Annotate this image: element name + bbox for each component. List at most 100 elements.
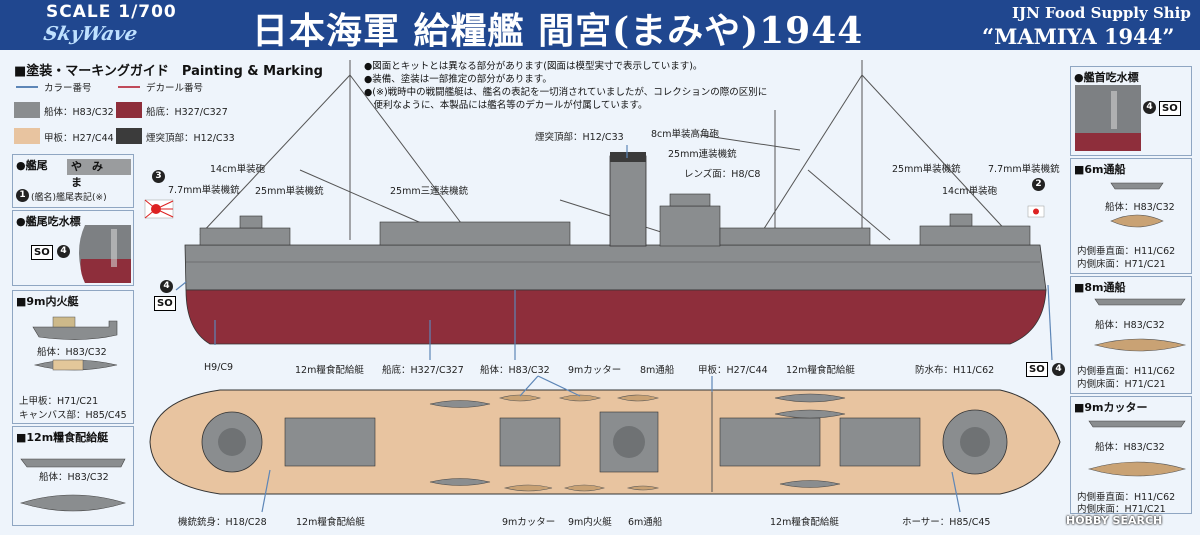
swatch-bottom [116,102,142,118]
boat8-heading: ■8m通船 [1074,281,1126,294]
label-14cm-fwd: 14cm単装砲 [942,186,998,197]
label-boat12-a: 12m糧食配給艇 [295,365,364,376]
label-hull-color: 船体：H83/C32 [480,365,550,376]
boat6-heading: ■6m通船 [1074,163,1126,176]
color-no-label: カラー番号 [44,83,92,94]
swatch-deck [14,128,40,144]
label-funnel-top: 煙突頂部：H12/C33 [535,132,624,143]
label-25mm-twin: 25mm連装機銃 [668,149,737,160]
stern-draft-panel: ●艦尾吃水標 SO 4 [12,210,134,286]
boat9-canvas: キャンバス部：H85/C45 [19,410,127,421]
label-canvas-color: 防水布：H11/C62 [915,365,995,376]
boat8-floor: 内側床面：H71/C21 [1077,379,1166,390]
decal-number-4: 4 [57,245,70,258]
stern-heading: ●艦尾 [16,159,48,172]
stern-panel: ●艦尾 やみま 1 (艦名)艦尾表記(※) [12,154,134,208]
label-boat12-d: 12m糧食配給艇 [770,517,839,528]
swatch-hull [14,102,40,118]
watermark: HOBBY SEARCH [1066,514,1163,527]
cutter9-hull: 船体：H83/C32 [1095,442,1165,453]
decal-no-label: デカール番号 [146,83,204,94]
scale-label: SCALE 1/700 [46,2,177,22]
boat12-hull: 船体：H83/C32 [39,472,109,483]
label-bottom-color: 船底：H327/C327 [382,365,464,376]
label-boat8-a: 8m通船 [640,365,675,376]
so-badge: SO [154,296,176,311]
swatch-funnel-label: 煙突頂部：H12/C33 [146,133,235,144]
cutter9-heading: ■9mカッター [1074,401,1148,414]
label-14cm-aft: 14cm単装砲 [210,164,266,175]
decal-number-4: 4 [1143,101,1156,114]
swatch-bottom-label: 船底：H327/C327 [146,107,228,118]
swatch-funnel [116,128,142,144]
label-boat6-b: 6m通船 [628,517,663,528]
label-hawser: ホーサー：H85/C45 [902,517,991,528]
stern-kana-2: み [92,160,113,173]
bow-draft-panel: ●艦首吃水標 4 SO [1070,66,1192,156]
stern-kana-3: ま [71,176,92,189]
decal-number-4: 4 [1052,363,1065,376]
label-boat12-b: 12m糧食配給艇 [786,365,855,376]
boat9-hull: 船体：H83/C32 [37,347,107,358]
page-title: 日本海軍 給糧艦 間宮(まみや)1944 [252,10,864,52]
title-en-large: “MAMIYA 1944” [982,24,1175,49]
decal-number-3: 3 [152,170,165,183]
stern-caption: (艦名)艦尾表記(※) [31,193,107,203]
label-boat9-b: 9m内火艇 [568,517,612,528]
label-25mm-aft: 25mm単装機銃 [255,186,324,197]
header-bar [0,0,1200,50]
bow-draft-heading: ●艦首吃水標 [1074,71,1139,84]
note-line: ●(※)戦時中の戦闘艦艇は、艦名の表記を一切消されていましたが、コレクションの際… [364,87,768,98]
boat6-drawing [1110,182,1164,228]
decal-number-4: 4 [160,280,173,293]
cutter9-panel: ■9mカッター 船体：H83/C32 内側垂直面：H11/C62 内側床面：H7… [1070,396,1192,515]
cutter9-drawing [1087,420,1187,477]
so-badge: SO [1026,362,1048,377]
label-deck-color: 甲板：H27/C44 [698,365,768,376]
bow-draft-drawing [1075,85,1141,151]
boat9-deck: 上甲板：H71/C21 [19,396,99,407]
boat6-floor: 内側床面：H71/C21 [1077,259,1166,270]
boat8-side: 内側垂直面：H11/C62 [1077,366,1176,377]
so-badge: SO [31,245,53,260]
boat6-hull: 船体：H83/C32 [1105,202,1175,213]
boat12-panel: ■12m糧食配給艇 船体：H83/C32 [12,426,134,526]
cutter9-floor: 内側床面：H71/C21 [1077,504,1166,515]
label-cutter9-b: 9mカッター [502,517,556,528]
so-badge: SO [1159,101,1181,116]
boat12-drawing [19,458,127,512]
swatch-hull-label: 船体：H83/C32 [44,107,114,118]
stern-draft-drawing [79,225,131,283]
stern-kana: やみま [71,158,133,190]
boat6-side: 内側垂直面：H11/C62 [1077,246,1176,257]
label-8cm-gun: 8cm単装高角砲 [651,129,720,140]
label-25mm-fwd: 25mm単装機銃 [892,164,961,175]
cutter9-side: 内側垂直面：H11/C62 [1077,492,1176,503]
color-no-line [16,86,38,88]
boat6-panel: ■6m通船 船体：H83/C32 内側垂直面：H11/C62 内側床面：H71/… [1070,158,1192,274]
label-h9: H9/C9 [204,362,234,373]
label-77mm-aft: 7.7mm単装機銃 [168,185,240,196]
label-25mm-triple: 25mm三連装機銃 [390,186,469,197]
title-en-small: IJN Food Supply Ship [1012,4,1191,22]
boat9-heading: ■9m内火艇 [16,295,79,308]
note-line: ●装備、塗装は一部推定の部分があります。 [364,74,552,85]
boat8-hull: 船体：H83/C32 [1095,320,1165,331]
label-lens: レンズ面：H8/C8 [684,169,761,180]
stern-draft-heading: ●艦尾吃水標 [16,215,81,228]
label-boat12-c: 12m糧食配給艇 [296,517,365,528]
label-mg-barrel: 機銃銃身：H18/C28 [178,517,267,528]
note-line: ●図面とキットとは異なる部分があります(図面は模型実寸で表示しています)。 [364,61,703,72]
stern-decal-strip [67,159,131,175]
boat9-drawing [32,316,118,371]
note-line: 便利なように、本製品には艦名等のデカールが付属しています。 [364,100,648,111]
decal-number-1: 1 [16,189,29,202]
label-cutter9-a: 9mカッター [568,365,622,376]
boat9-panel: ■9m内火艇 船体：H83/C32 上甲板：H71/C21 キャンバス部：H85… [12,290,134,424]
decal-no-line [118,86,140,88]
swatch-deck-label: 甲板：H27/C44 [44,133,114,144]
stern-kana-1: や [71,160,92,173]
boat12-heading: ■12m糧食配給艇 [16,431,109,444]
